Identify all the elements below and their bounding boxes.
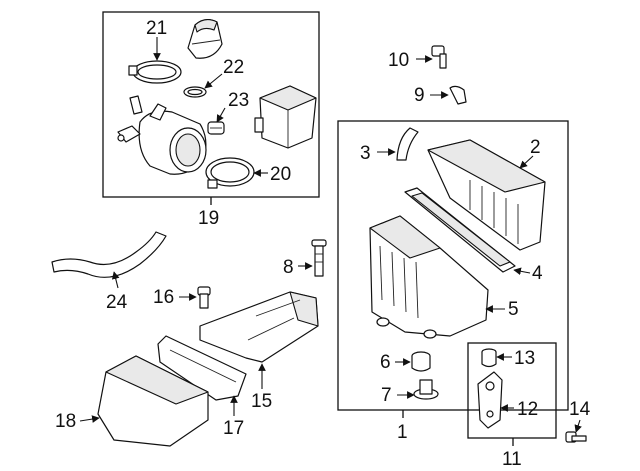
leader-2 bbox=[519, 155, 534, 169]
hose-clamp-22[interactable] bbox=[183, 86, 207, 98]
mounting-bracket-12[interactable] bbox=[477, 371, 503, 429]
callout-21: 21 bbox=[146, 18, 167, 39]
hose-clamp-20[interactable] bbox=[205, 157, 255, 189]
intake-duct-15[interactable] bbox=[199, 291, 319, 363]
air-cleaner-upper-housing[interactable] bbox=[427, 139, 546, 251]
duct-panel-17[interactable] bbox=[157, 335, 247, 401]
bushing-7[interactable] bbox=[413, 379, 439, 400]
grommet-6[interactable] bbox=[411, 351, 431, 372]
hose-clamp-21[interactable] bbox=[128, 60, 182, 84]
bolt-10[interactable] bbox=[431, 45, 447, 69]
intake-cover-18[interactable] bbox=[97, 355, 209, 447]
clip-23[interactable] bbox=[207, 121, 225, 135]
leader-23 bbox=[216, 107, 226, 123]
callout-13: 13 bbox=[514, 348, 535, 369]
callout-2: 2 bbox=[530, 137, 541, 158]
breather-hose-3[interactable] bbox=[396, 127, 419, 161]
leader-22 bbox=[204, 73, 223, 89]
callout-15: 15 bbox=[251, 391, 272, 412]
intake-duct-cap[interactable] bbox=[187, 19, 223, 59]
callout-9: 9 bbox=[414, 85, 425, 106]
group-box-1 bbox=[337, 120, 569, 411]
resonator[interactable] bbox=[254, 85, 317, 149]
leader-4 bbox=[513, 267, 531, 276]
throttle-body-assembly[interactable] bbox=[117, 95, 207, 175]
push-clip-16[interactable] bbox=[197, 286, 211, 309]
callout-17: 17 bbox=[223, 418, 244, 439]
bolt-8[interactable] bbox=[311, 239, 327, 277]
callout-11: 11 bbox=[502, 449, 522, 470]
callout-7: 7 bbox=[381, 385, 392, 406]
breather-hose-24[interactable] bbox=[51, 231, 167, 278]
bolt-14[interactable] bbox=[565, 431, 587, 443]
leader-24 bbox=[111, 271, 120, 289]
callout-3: 3 bbox=[360, 143, 371, 164]
callout-22: 22 bbox=[223, 57, 244, 78]
callout-18: 18 bbox=[55, 411, 76, 432]
leader-18 bbox=[79, 415, 100, 423]
callout-16: 16 bbox=[153, 287, 174, 308]
callout-14: 14 bbox=[569, 399, 591, 420]
mount-grommet-13[interactable] bbox=[481, 348, 497, 368]
clip-9[interactable] bbox=[449, 85, 467, 105]
group-box-11 bbox=[467, 342, 557, 439]
leader-14 bbox=[574, 419, 582, 433]
callout-19: 19 bbox=[198, 208, 219, 229]
air-cleaner-lower-housing[interactable] bbox=[369, 215, 489, 339]
callout-1: 1 bbox=[397, 422, 408, 443]
callout-24: 24 bbox=[106, 292, 128, 313]
callout-12: 12 bbox=[517, 399, 538, 420]
callout-5: 5 bbox=[508, 299, 519, 320]
callout-8: 8 bbox=[283, 257, 294, 278]
callout-23: 23 bbox=[228, 90, 249, 111]
callout-6: 6 bbox=[380, 352, 391, 373]
callout-10: 10 bbox=[388, 50, 409, 71]
callout-20: 20 bbox=[270, 164, 291, 185]
callout-4: 4 bbox=[532, 263, 543, 284]
air-filter-element[interactable] bbox=[404, 187, 516, 273]
